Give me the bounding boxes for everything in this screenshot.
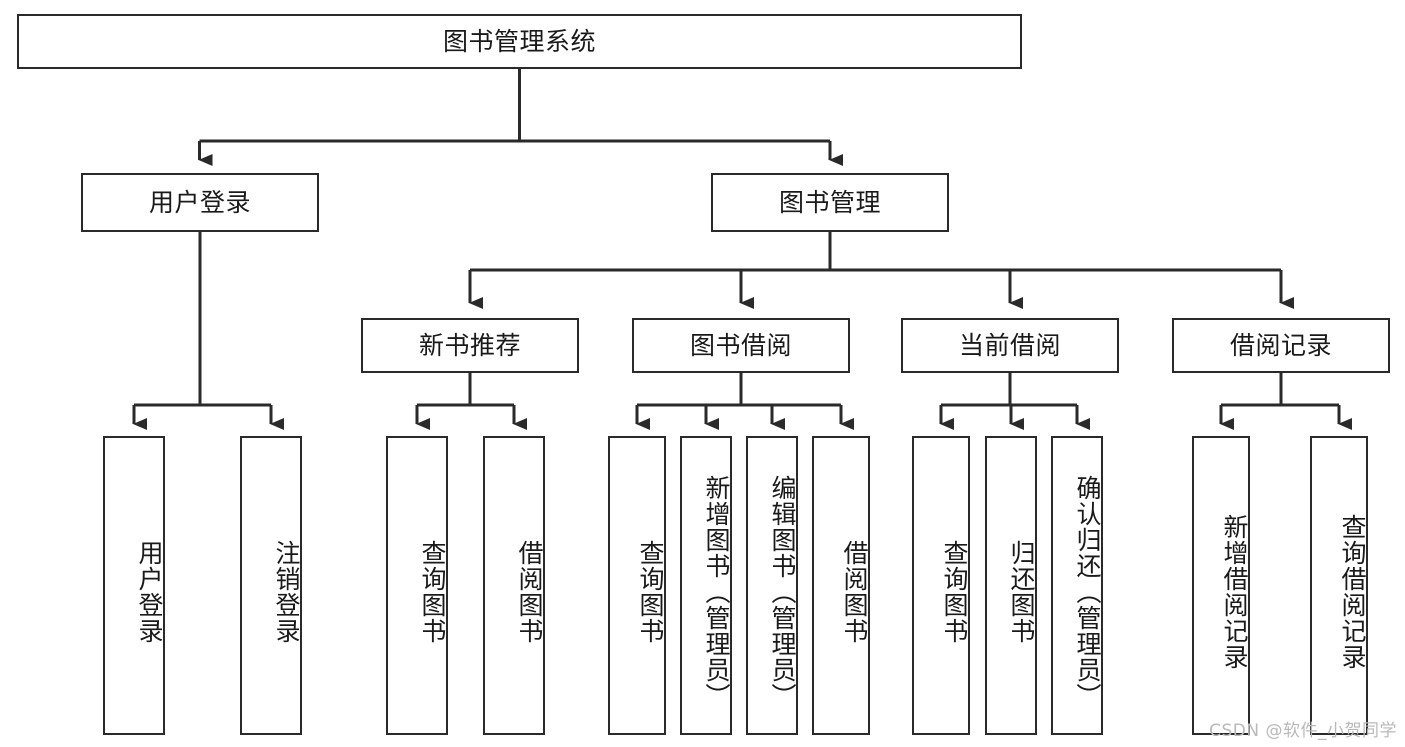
leaf-node-borrow-book[interactable]: 借阅图书 [812, 436, 870, 735]
leaf-node-add-book-admin[interactable]: 新增图书（管理员） [680, 436, 732, 735]
leaf-label: 归还图书 [1007, 539, 1036, 644]
node-new-book-recommend-label: 新书推荐 [418, 330, 521, 360]
leaf-node-confirm-return-admin[interactable]: 确认归还（管理员） [1051, 436, 1103, 735]
node-borrow-record-label: 借阅记录 [1229, 330, 1332, 360]
node-root-label: 图书管理系统 [442, 26, 596, 56]
leaf-label: 查询图书 [418, 539, 447, 644]
node-book-manage-label: 图书管理 [778, 187, 881, 217]
node-current-borrow[interactable]: 当前借阅 [901, 318, 1119, 373]
node-current-borrow-label: 当前借阅 [958, 330, 1061, 360]
watermark-text: CSDN @软件_小贺同学 [1209, 721, 1397, 741]
leaf-label: 编辑图书（管理员） [768, 474, 797, 709]
leaf-label: 用户登录 [135, 539, 164, 644]
leaf-node-query-book-borrow[interactable]: 查询图书 [608, 436, 666, 735]
leaf-node-query-book-recommend[interactable]: 查询图书 [386, 436, 448, 735]
node-root-system[interactable]: 图书管理系统 [17, 14, 1022, 69]
leaf-node-query-book-current[interactable]: 查询图书 [912, 436, 970, 735]
leaf-node-edit-book-admin[interactable]: 编辑图书（管理员） [746, 436, 798, 735]
node-book-manage[interactable]: 图书管理 [711, 173, 949, 232]
leaf-node-user-login[interactable]: 用户登录 [103, 436, 165, 735]
leaf-label: 查询图书 [636, 539, 665, 644]
leaf-label: 新增图书（管理员） [702, 474, 731, 709]
node-borrow-record[interactable]: 借阅记录 [1172, 318, 1390, 373]
node-book-borrow[interactable]: 图书借阅 [632, 318, 850, 373]
node-new-book-recommend[interactable]: 新书推荐 [361, 318, 579, 373]
leaf-node-logout-login[interactable]: 注销登录 [240, 436, 302, 735]
leaf-label: 借阅图书 [515, 539, 544, 644]
leaf-label: 查询借阅记录 [1338, 513, 1367, 670]
leaf-node-borrow-book-recommend[interactable]: 借阅图书 [483, 436, 545, 735]
leaf-label: 注销登录 [272, 539, 301, 644]
leaf-label: 借阅图书 [840, 539, 869, 644]
node-user-login[interactable]: 用户登录 [81, 173, 319, 232]
leaf-label: 新增借阅记录 [1220, 513, 1249, 670]
leaf-label: 确认归还（管理员） [1073, 474, 1102, 709]
leaf-label: 查询图书 [940, 539, 969, 644]
node-user-login-label: 用户登录 [148, 187, 251, 217]
leaf-node-add-borrow-record[interactable]: 新增借阅记录 [1192, 436, 1250, 735]
leaf-node-return-book[interactable]: 归还图书 [985, 436, 1037, 735]
node-book-borrow-label: 图书借阅 [689, 330, 792, 360]
leaf-node-query-borrow-record[interactable]: 查询借阅记录 [1310, 436, 1368, 735]
